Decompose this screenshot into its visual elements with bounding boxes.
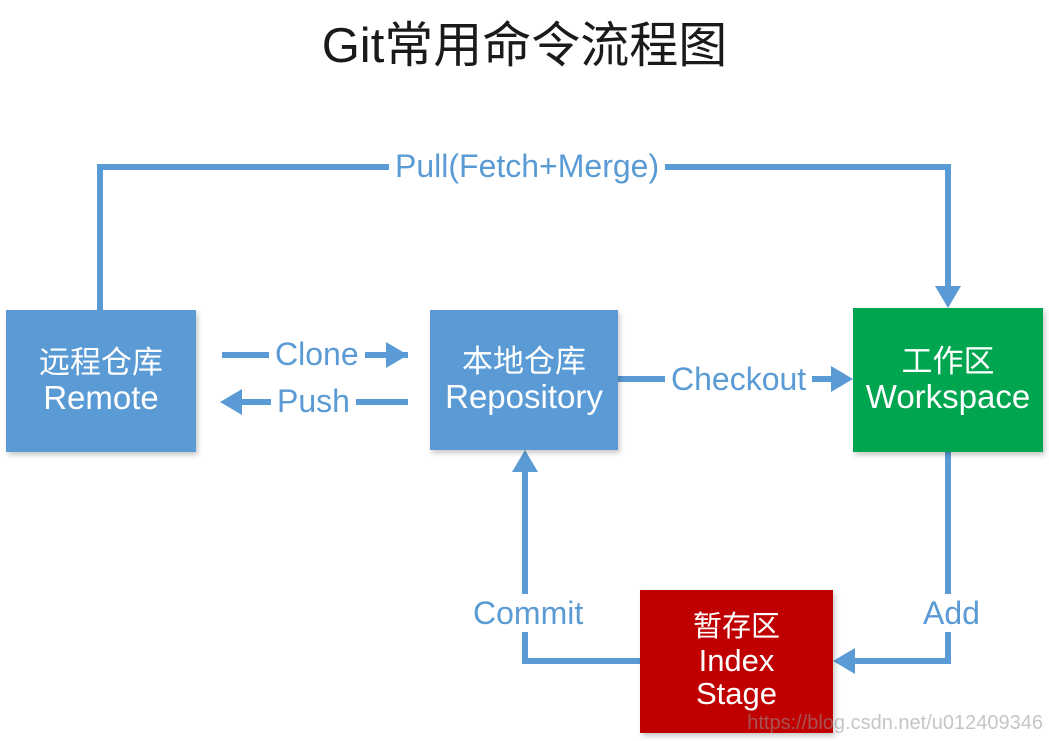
pull-edge-segment-vertical-right — [945, 164, 951, 288]
add-edge-segment-vertical — [945, 452, 951, 664]
push-edge-arrowhead — [220, 389, 242, 415]
commit-edge-segment-horizontal — [522, 658, 642, 664]
node-remote-repository[interactable]: 远程仓库 Remote — [6, 310, 196, 452]
pull-edge-segment-vertical-left — [97, 167, 103, 313]
pull-edge-arrowhead — [935, 286, 961, 308]
node-remote-label-cn: 远程仓库 — [39, 345, 163, 381]
node-remote-label-en: Remote — [43, 378, 159, 416]
edge-label-pull: Pull(Fetch+Merge) — [389, 147, 666, 185]
node-repository-label-cn: 本地仓库 — [462, 344, 586, 380]
node-workspace-label-cn: 工作区 — [901, 344, 995, 380]
commit-edge-segment-vertical — [522, 471, 528, 664]
node-repository-label-en: Repository — [445, 377, 603, 415]
add-edge-arrowhead — [833, 648, 855, 674]
edge-label-checkout: Checkout — [665, 360, 813, 398]
edge-label-clone: Clone — [269, 335, 365, 373]
checkout-edge-arrowhead — [831, 366, 853, 392]
edge-label-commit: Commit — [467, 594, 590, 632]
node-local-repository[interactable]: 本地仓库 Repository — [430, 310, 618, 450]
watermark: https://blog.csdn.net/u012409346 — [747, 712, 1043, 734]
node-index-label-en2: Stage — [695, 676, 777, 712]
node-workspace[interactable]: 工作区 Workspace — [853, 308, 1043, 452]
page-title: Git常用命令流程图 — [321, 19, 728, 73]
edge-label-push: Push — [271, 382, 356, 420]
commit-edge-arrowhead — [512, 450, 538, 472]
node-index-label-cn: 暂存区 — [692, 611, 780, 644]
clone-edge-arrowhead — [386, 342, 408, 368]
add-edge-segment-horizontal — [851, 658, 951, 664]
node-workspace-label-en: Workspace — [865, 377, 1031, 415]
node-index-stage[interactable]: 暂存区 Index Stage — [640, 590, 833, 733]
node-index-label-en: Index — [698, 642, 775, 678]
edge-label-add: Add — [917, 594, 986, 632]
